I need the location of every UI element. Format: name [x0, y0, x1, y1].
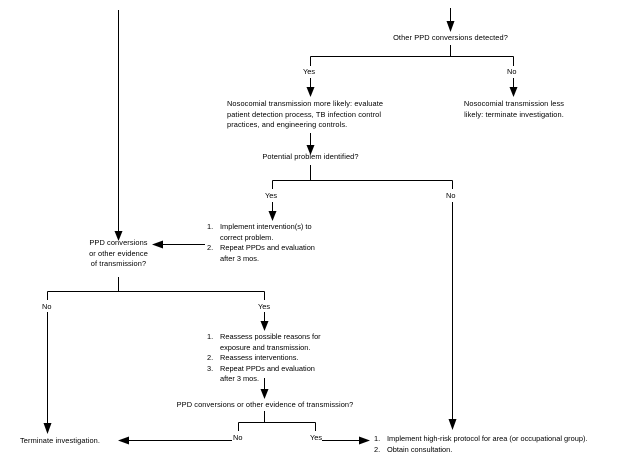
- list-item: 2. Repeat PPDs and evaluation after 3 mo…: [207, 243, 362, 264]
- list-item-text: Repeat PPDs and evaluation after 3 mos.: [220, 243, 315, 263]
- list-item-number: 1.: [374, 434, 381, 443]
- list-item: 1. Implement intervention(s) to correct …: [207, 222, 362, 243]
- node-nosocomial-more-likely: Nosocomial transmission more likely: eva…: [227, 99, 384, 129]
- label-evidence2-no: No: [233, 433, 243, 442]
- list-item-text: Obtain consultation.: [387, 444, 453, 454]
- list-item: 1. Implement high-risk protocol for area…: [374, 434, 624, 445]
- list-item-text: Reassess interventions.: [220, 353, 299, 362]
- list-item-number: 1.: [207, 222, 214, 231]
- label-evidence-yes: Yes: [258, 302, 271, 311]
- list-item-number: 2.: [207, 243, 214, 252]
- node-reassess: 1. Reassess possible reasons for exposur…: [207, 332, 372, 385]
- label-top-yes: Yes: [303, 67, 316, 76]
- arrowhead-top-no: [509, 87, 518, 97]
- arrowhead-reassess-down: [260, 389, 269, 399]
- list-item: 3. Repeat PPDs and evaluation after 3 mo…: [207, 364, 372, 385]
- list-item: 2. Obtain consultation.: [374, 445, 624, 456]
- list-item-text: Implement high-risk protocol for area (o…: [387, 434, 588, 443]
- node-other-ppd-conversions: Other PPD conversions detected?: [393, 33, 508, 42]
- list-item-number: 2.: [374, 444, 381, 454]
- arrowhead-evidence-no: [43, 423, 52, 434]
- label-potential-yes: Yes: [265, 191, 278, 200]
- label-evidence-no: No: [42, 302, 52, 311]
- arrowhead-entry-top: [446, 21, 455, 32]
- node-terminate-investigation: Terminate investigation.: [20, 436, 101, 445]
- node-ppd-conversions-evidence-2: PPD conversions or other evidence of tra…: [176, 400, 354, 409]
- list-item: 2. Reassess interventions.: [207, 353, 372, 364]
- list-item-number: 3.: [207, 363, 214, 373]
- node-implement-interventions: 1. Implement intervention(s) to correct …: [207, 222, 362, 264]
- node-ppd-conversions-evidence: PPD conversions or other evidence of tra…: [89, 238, 148, 268]
- list-item-number: 2.: [207, 353, 214, 362]
- list-item-text: Reassess possible reasons for exposure a…: [220, 332, 321, 352]
- label-top-no: No: [507, 67, 517, 76]
- list-item-text: Implement intervention(s) to correct pro…: [220, 222, 312, 242]
- list-item-number: 1.: [207, 332, 214, 341]
- arrowhead-evidence-yes: [260, 321, 269, 331]
- label-potential-no: No: [446, 191, 456, 200]
- arrowhead-potential-yes: [268, 211, 277, 221]
- node-nosocomial-less-likely: Nosocomial transmission less likely: ter…: [463, 99, 565, 119]
- list-item-text: Repeat PPDs and evaluation after 3 mos.: [220, 363, 315, 384]
- node-high-risk-protocol: 1. Implement high-risk protocol for area…: [374, 434, 624, 455]
- list-item: 1. Reassess possible reasons for exposur…: [207, 332, 372, 353]
- label-evidence2-yes: Yes: [310, 433, 323, 442]
- arrowhead-top-yes: [306, 87, 315, 97]
- node-potential-problem: Potential problem identified?: [262, 152, 359, 161]
- arrowhead-potential-no: [448, 419, 457, 430]
- arrowhead-evidence2-yes: [359, 436, 370, 445]
